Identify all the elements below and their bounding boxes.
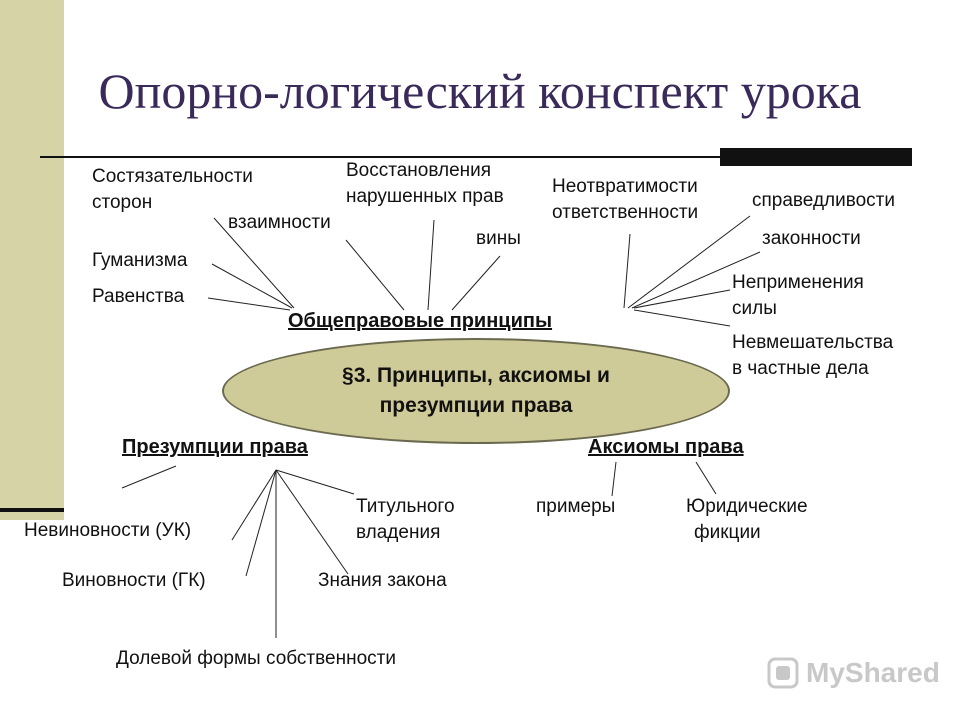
principles-header: Общеправовые принципы [288, 310, 553, 332]
label-justice: справедливости [752, 190, 896, 211]
watermark-text: MyShared [806, 657, 940, 688]
label-restoration-line2: нарушенных прав [346, 186, 504, 207]
label-noninterference: Невмешательства в частные дела [732, 330, 893, 382]
label-noninterference-line1: Невмешательства [732, 332, 894, 353]
label-equality: Равенства [92, 286, 185, 307]
label-nonforce-line1: Неприменения [732, 272, 864, 293]
title-divider-accent [720, 148, 912, 166]
label-fictions-line1: Юридические [686, 496, 808, 517]
connector-title [275, 469, 355, 495]
label-inevitability: Неотвратимости ответственности [552, 174, 698, 226]
label-competitiveness-line2: сторон [92, 192, 153, 213]
connector-noninterference [633, 309, 731, 327]
connector-competitiveness [213, 217, 295, 309]
label-noninterference-line2: в частные дела [732, 358, 869, 379]
label-reciprocity: взаимности [228, 212, 331, 233]
label-guilt: вины [476, 228, 521, 249]
connector-equality [207, 297, 291, 311]
connector-guiltiness [245, 469, 277, 577]
presumptions-header: Презумпции права [122, 436, 308, 458]
central-topic-line1: §3. Принципы, аксиомы и [342, 364, 610, 387]
connector-presumptions-left [121, 465, 177, 489]
label-innocence: Невиновности (УК) [24, 520, 192, 541]
side-bar-rule [0, 508, 64, 512]
connector-legality [631, 251, 761, 309]
label-inevitability-line2: ответственности [552, 202, 699, 223]
connector-guilt [451, 255, 501, 311]
label-title-line2: владения [356, 522, 441, 543]
central-topic-text: §3. Принципы, аксиомы и презумпции права [342, 361, 610, 421]
connector-inevitability [623, 233, 631, 309]
label-nonforce: Неприменения силы [732, 270, 864, 322]
logo-icon [767, 657, 799, 689]
label-competitiveness: Состязательности сторон [92, 164, 253, 216]
central-topic-ellipse: §3. Принципы, аксиомы и презумпции права [222, 338, 730, 444]
label-title-possession: Титульного владения [356, 494, 455, 546]
label-legality: законности [762, 228, 861, 249]
axioms-header: Аксиомы права [588, 436, 744, 458]
connector-restoration [427, 219, 435, 311]
connector-knowledge [275, 469, 349, 575]
connector-nonforce [633, 289, 731, 309]
connector-reciprocity [345, 239, 405, 311]
label-examples: примеры [536, 496, 616, 517]
connector-innocence [231, 469, 277, 541]
label-knowledge: Знания закона [318, 570, 447, 591]
side-bar-decoration [0, 0, 64, 520]
label-inevitability-line1: Неотвратимости [552, 176, 698, 197]
label-restoration-line1: Восстановления [346, 160, 492, 181]
label-fictions-line2: фикции [694, 522, 761, 543]
label-guiltiness: Виновности (ГК) [62, 570, 206, 591]
watermark-logo: MyShared [766, 656, 940, 690]
label-shared-ownership: Долевой формы собственности [116, 648, 396, 669]
connector-humanism [211, 263, 293, 309]
label-title-line1: Титульного [356, 496, 455, 517]
connector-examples [611, 461, 617, 497]
label-humanism: Гуманизма [92, 250, 188, 271]
label-legal-fictions: Юридические фикции [686, 494, 808, 546]
slide-title: Опорно-логический конспект урока [98, 63, 862, 119]
label-competitiveness-line1: Состязательности [92, 166, 253, 187]
label-nonforce-line2: силы [732, 298, 777, 319]
title-divider [40, 156, 900, 158]
label-restoration: Восстановления нарушенных прав [346, 158, 504, 210]
connector-fictions [695, 461, 717, 495]
central-topic-line2: презумпции права [379, 394, 573, 417]
connector-justice [627, 215, 751, 309]
